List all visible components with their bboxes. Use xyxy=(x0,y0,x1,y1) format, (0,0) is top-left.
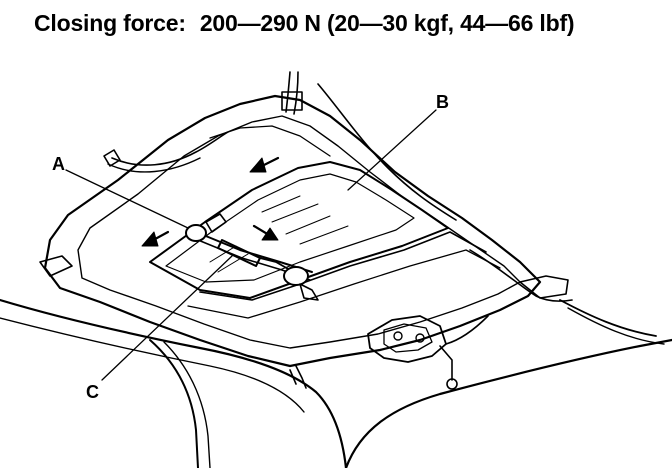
leader-line-c xyxy=(101,255,233,381)
left-edge-mount xyxy=(39,255,73,277)
motor-connector xyxy=(446,378,458,390)
roof-frame-outline xyxy=(43,94,542,368)
callout-c: C xyxy=(86,382,99,402)
arrow-left-lower xyxy=(141,230,170,247)
right-corner-bolt xyxy=(519,275,569,299)
right-body-line xyxy=(559,299,657,337)
handle-grip-detail xyxy=(299,283,319,301)
leader-line-b xyxy=(347,109,437,191)
vehicle-roof-inner xyxy=(0,317,305,413)
left-drain-tube xyxy=(111,131,229,166)
handle-grip xyxy=(283,266,309,286)
arrow-right xyxy=(252,224,279,241)
right-body-line-2 xyxy=(567,307,665,345)
left-drain-end xyxy=(103,149,121,167)
a-pillar-left-inner xyxy=(163,341,211,468)
motor-bolt-1 xyxy=(393,331,403,341)
left-drain-tube-outer xyxy=(107,157,201,173)
vehicle-roof-contour-right xyxy=(344,338,672,468)
frame-inner-rim xyxy=(77,115,521,349)
arrow-left-upper xyxy=(249,156,280,173)
closing-force-label: Closing force: xyxy=(34,10,186,36)
component-c-scale xyxy=(217,239,261,267)
shade-rail-rear xyxy=(209,125,331,157)
top-drain-tube-2 xyxy=(293,71,299,115)
motor-bolt-2 xyxy=(415,333,425,343)
right-edge-cable xyxy=(469,249,573,302)
right-drain-tube xyxy=(317,83,457,221)
top-drain-tube xyxy=(285,71,291,113)
shade-rail-front-2 xyxy=(187,249,501,319)
motor-assembly xyxy=(367,315,447,363)
glass-panel-inner xyxy=(165,173,415,283)
component-a-knob xyxy=(185,224,207,242)
motor-cable xyxy=(439,315,489,381)
top-drain-clip xyxy=(281,91,303,111)
a-pillar-left xyxy=(149,339,199,468)
glass-reflection xyxy=(209,195,349,273)
motor-housing-detail xyxy=(383,323,433,353)
closing-force-heading: Closing force: 200—290 N (20—30 kgf, 44—6… xyxy=(34,10,575,37)
glass-panel xyxy=(149,161,449,299)
closing-force-value: 200—290 N (20—30 kgf, 44—66 lbf) xyxy=(199,10,575,36)
callout-b: B xyxy=(436,92,449,112)
shade-rail-front xyxy=(199,231,487,301)
leader-line-a xyxy=(65,169,189,229)
callout-a: A xyxy=(52,154,65,174)
vehicle-roof-contour xyxy=(0,298,348,468)
component-a-bracket xyxy=(205,213,227,233)
